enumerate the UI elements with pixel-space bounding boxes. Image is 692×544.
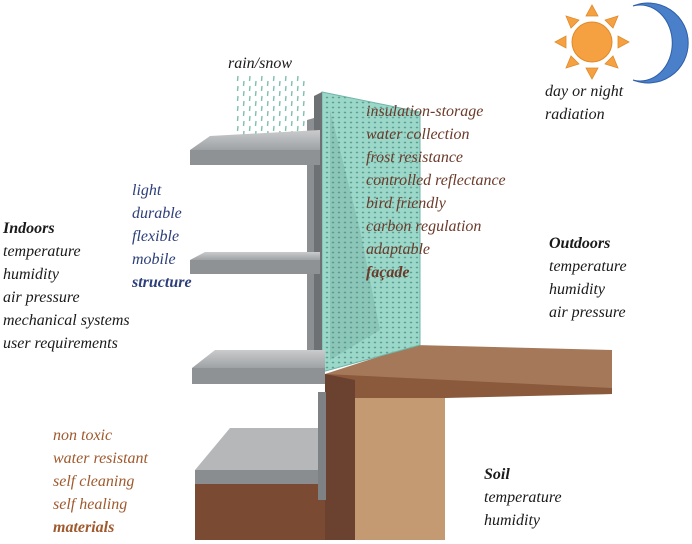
rain-drop	[248, 85, 251, 92]
rain-drop	[284, 95, 287, 102]
soil-title: Soil	[484, 466, 510, 483]
indoors-title: Indoors	[3, 220, 55, 237]
day-night-label: day or night radiation	[545, 83, 624, 123]
rain-drop	[284, 75, 287, 82]
rain-drop	[242, 100, 245, 107]
soil-conditions: Soil temperature humidity	[484, 463, 562, 532]
rain-drop	[260, 105, 263, 112]
rain-drop	[248, 75, 251, 82]
basement	[195, 392, 326, 500]
floor-slab-1	[190, 130, 320, 165]
rain-drop	[272, 95, 275, 102]
materials-properties: non toxic water resistant self cleaning …	[53, 424, 148, 539]
rain-drop	[278, 120, 281, 127]
rain-drop	[290, 120, 293, 127]
floor-slab-3	[192, 350, 325, 384]
rain-drop	[236, 85, 239, 92]
rain-drop	[284, 85, 287, 92]
rain-drop	[278, 80, 281, 87]
materials-title: materials	[53, 519, 115, 536]
rain-drop	[248, 95, 251, 102]
rain-drop	[266, 110, 269, 117]
moon-icon	[632, 2, 689, 84]
outdoors-title: Outdoors	[549, 235, 611, 252]
rain-drop	[296, 125, 299, 132]
rain-drop	[266, 120, 269, 127]
soil-block	[195, 374, 612, 540]
rain-drop	[236, 115, 239, 122]
rain-streaks	[236, 75, 305, 137]
rain-snow-label: rain/snow	[228, 55, 293, 72]
rain-drop	[290, 110, 293, 117]
rain-drop	[254, 90, 257, 97]
rain-drop	[248, 105, 251, 112]
rain-drop	[266, 80, 269, 87]
rain-drop	[254, 120, 257, 127]
rain-drop	[278, 90, 281, 97]
rain-drop	[272, 125, 275, 132]
rain-drop	[242, 80, 245, 87]
rain-drop	[266, 100, 269, 107]
rain-drop	[302, 110, 305, 117]
rain-drop	[254, 80, 257, 87]
rain-drop	[302, 100, 305, 107]
rain-drop	[284, 125, 287, 132]
rain-drop	[284, 115, 287, 122]
facade-panel	[321, 91, 421, 373]
rain-drop	[278, 110, 281, 117]
structure-properties: light durable flexible mobile structure	[132, 179, 192, 294]
rain-drop	[296, 105, 299, 112]
outdoors-conditions: Outdoors temperature humidity air pressu…	[549, 232, 627, 324]
rain-drop	[290, 100, 293, 107]
indoors-conditions: Indoors temperature humidity air pressur…	[3, 217, 130, 355]
rain-drop	[272, 115, 275, 122]
sun-icon	[554, 4, 630, 80]
rain-drop	[254, 100, 257, 107]
rain-drop	[290, 90, 293, 97]
rain-drop	[272, 85, 275, 92]
rain-drop	[260, 115, 263, 122]
rain-drop	[242, 110, 245, 117]
rain-drop	[266, 90, 269, 97]
rain-drop	[296, 75, 299, 82]
rain-drop	[296, 115, 299, 122]
rain-drop	[302, 80, 305, 87]
rain-drop	[236, 105, 239, 112]
rain-drop	[248, 125, 251, 132]
rain-drop	[302, 90, 305, 97]
rain-drop	[260, 85, 263, 92]
rain-drop	[236, 95, 239, 102]
rain-drop	[242, 120, 245, 127]
rain-drop	[290, 80, 293, 87]
floor-slab-2	[190, 252, 320, 274]
rain-drop	[272, 75, 275, 82]
rain-drop	[260, 125, 263, 132]
rain-drop	[260, 75, 263, 82]
facade-properties: insulation-storage water collection fros…	[366, 100, 506, 284]
rain-drop	[284, 105, 287, 112]
rain-drop	[248, 115, 251, 122]
rain-drop	[254, 110, 257, 117]
structure-title: structure	[132, 274, 192, 291]
rain-drop	[236, 125, 239, 132]
facade-title: façade	[366, 264, 410, 281]
rain-drop	[242, 90, 245, 97]
rain-drop	[296, 95, 299, 102]
rain-drop	[296, 85, 299, 92]
rain-drop	[278, 100, 281, 107]
rain-drop	[272, 105, 275, 112]
rain-drop	[302, 120, 305, 127]
rain-drop	[260, 95, 263, 102]
rain-drop	[236, 75, 239, 82]
